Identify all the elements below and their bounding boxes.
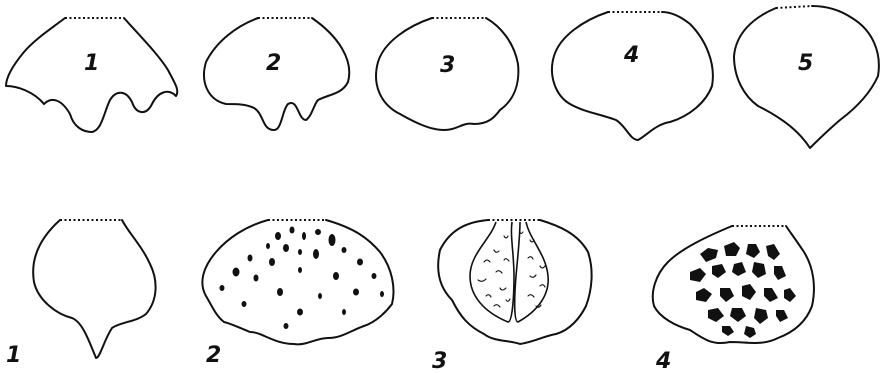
top-label-5: 5	[798, 51, 813, 76]
bottom-shape-1: 1	[6, 220, 156, 368]
bottom-label-4: 4	[655, 349, 671, 373]
bottom-label-2: 2	[206, 343, 221, 368]
top-shape-1: 1	[6, 18, 177, 132]
top-label-1: 1	[84, 51, 99, 76]
bottom-shape-3: 3	[432, 220, 592, 373]
bottom-label-1: 1	[6, 343, 21, 368]
bottom-shape-4: 4	[653, 226, 814, 373]
top-shape-5: 5	[734, 6, 879, 148]
bottom-shape-2: 2	[202, 220, 393, 368]
scattered-spots	[220, 227, 385, 330]
top-shape-4: 4	[552, 12, 713, 140]
central-patch	[470, 222, 548, 322]
top-label-3: 3	[440, 53, 455, 78]
top-label-2: 2	[266, 51, 281, 76]
dense-blotches	[690, 242, 796, 338]
top-shape-2: 2	[204, 18, 349, 130]
bottom-label-3: 3	[432, 349, 447, 373]
top-label-4: 4	[623, 43, 639, 68]
top-shape-3: 3	[376, 18, 518, 130]
